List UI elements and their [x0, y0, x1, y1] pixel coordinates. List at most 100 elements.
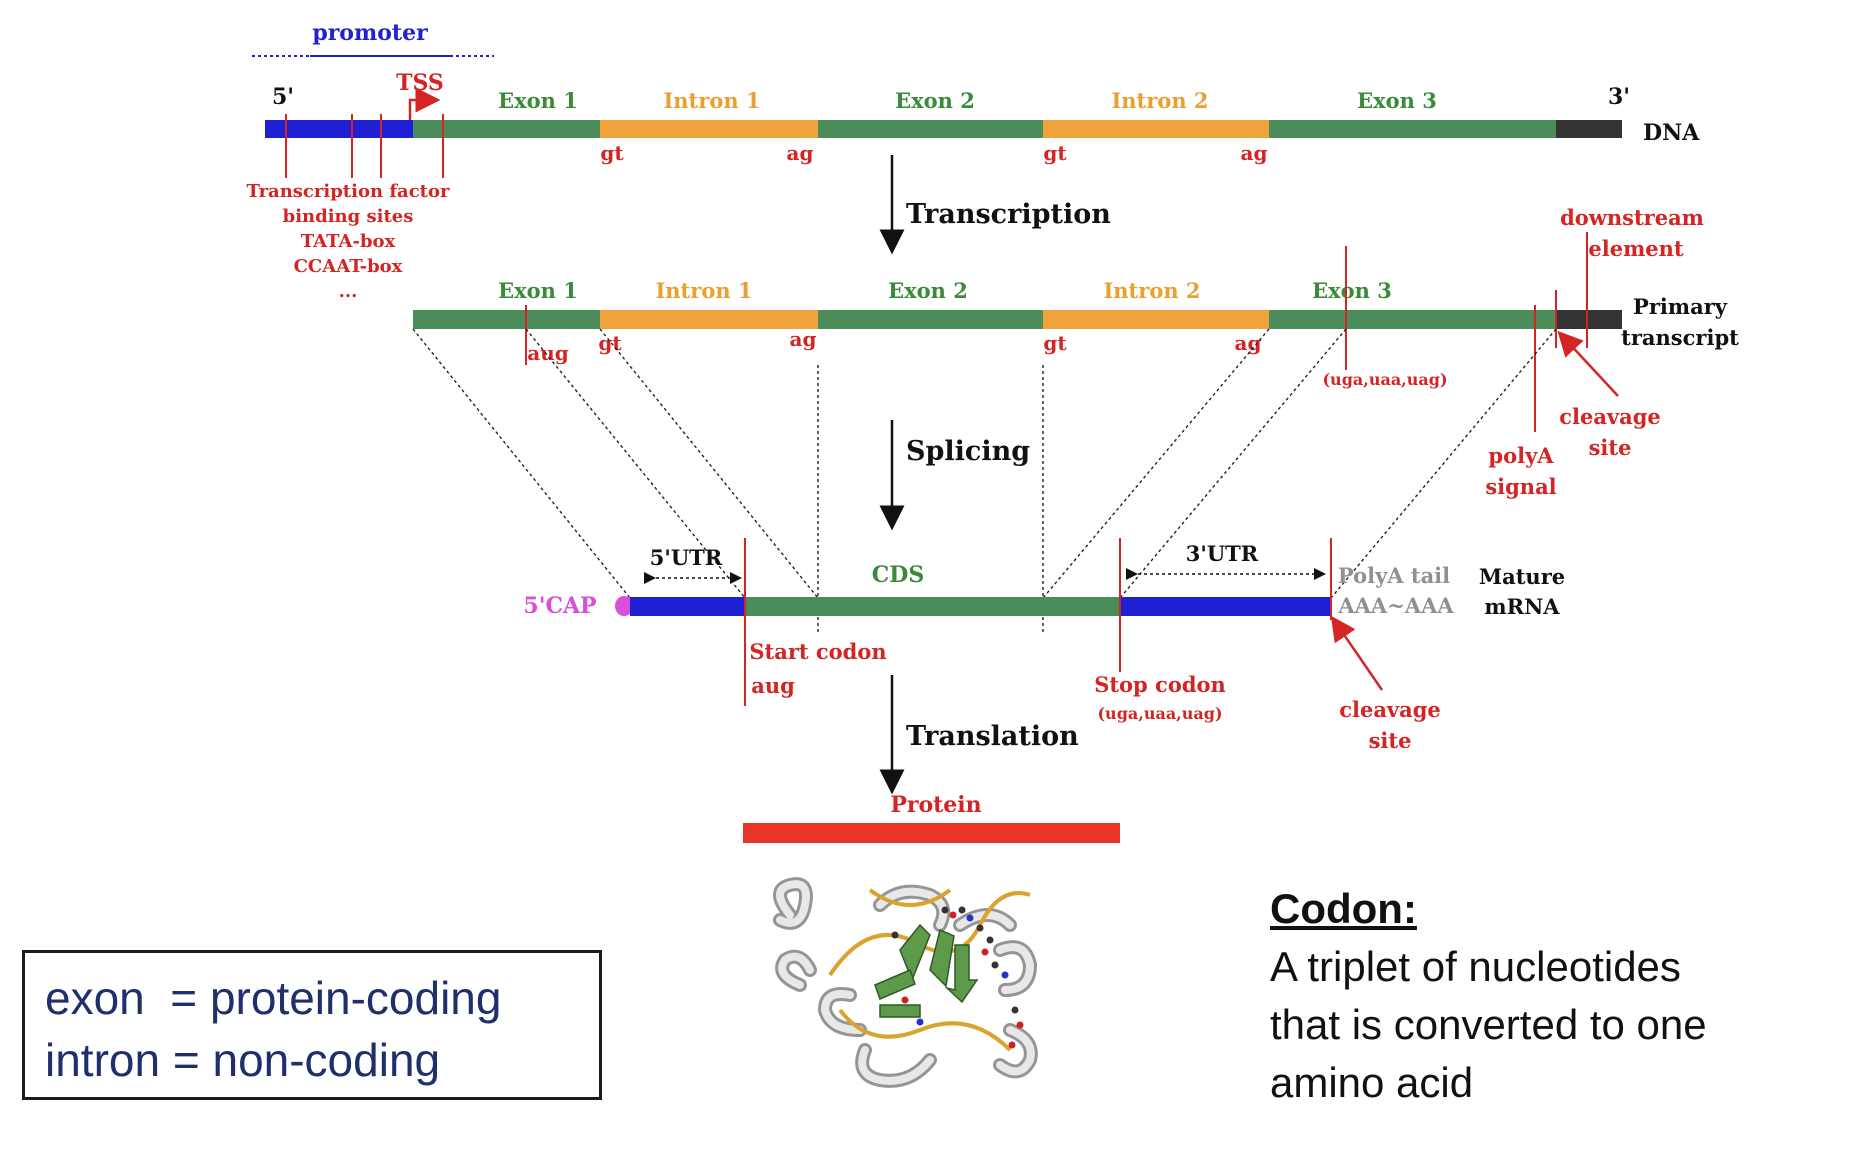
guide-line: [525, 328, 746, 599]
promoter-label: promoter: [312, 20, 428, 46]
translation-step: Translation: [879, 675, 1079, 795]
guide-line: [1330, 328, 1557, 599]
dna-intron1: [600, 120, 818, 138]
polya-signal-1: polyA: [1488, 443, 1554, 468]
dna-exon1: [413, 120, 600, 138]
dna-exon3-label: Exon 3: [1357, 88, 1437, 113]
splicing-label: Splicing: [906, 436, 1030, 467]
legend-intron-line: intron = non-coding: [45, 1034, 441, 1086]
pt-intron1: [600, 310, 818, 329]
dna-intron1-label: Intron 1: [663, 88, 760, 113]
pt-cleavage-1: cleavage: [1559, 404, 1661, 429]
tss-arrow: [408, 87, 441, 120]
pt-label-1: Primary: [1633, 294, 1728, 319]
mature-mrna-row: 5'CAP 5'UTR CDS 3'UTR PolyA tail AAA~AAA…: [523, 538, 1565, 753]
pt-cleavage-arrow: [1557, 330, 1619, 397]
dna-tail: [1556, 120, 1622, 138]
pt-exon3: [1269, 310, 1556, 329]
stop-codon-2: (uga,uaa,uag): [1097, 704, 1222, 723]
primary-transcript-row: Exon 1 Intron 1 Exon 2 Intron 2 Exon 3 P…: [413, 205, 1739, 499]
tf-line-4: CCAAT-box: [294, 256, 403, 277]
mrna-cleavage-1: cleavage: [1339, 697, 1441, 722]
polya-signal-2: signal: [1485, 474, 1556, 499]
protein-structure-image: [773, 877, 1038, 1088]
utr3-label: 3'UTR: [1186, 541, 1259, 566]
pt-ag1: ag: [790, 327, 817, 351]
mrna-utr3: [1120, 597, 1331, 616]
codon-line-2: that is converted to one: [1270, 1001, 1707, 1048]
pt-stop-codons: (uga,uaa,uag): [1322, 370, 1447, 389]
mrna-label-1: Mature: [1479, 564, 1565, 589]
dna-promoter-segment: [265, 120, 413, 138]
pt-intron2: [1043, 310, 1269, 329]
dna-exon2-label: Exon 2: [895, 88, 975, 113]
translation-label: Translation: [906, 721, 1079, 752]
tf-line-5: ...: [339, 281, 358, 302]
pt-exon3-label: Exon 3: [1312, 278, 1392, 303]
cap-shape: [615, 596, 633, 616]
mrna-cds: [745, 597, 1120, 616]
polya-tail-2: AAA~AAA: [1337, 593, 1454, 618]
dna-ag2: ag: [1241, 141, 1268, 165]
protein-bar: [743, 823, 1120, 843]
pt-gt1: gt: [598, 331, 622, 355]
mrna-cleavage-2: site: [1369, 728, 1412, 753]
codon-line-1: A triplet of nucleotides: [1270, 943, 1681, 990]
guide-line: [412, 328, 631, 599]
utr5-label: 5'UTR: [650, 545, 723, 570]
pt-intron1-label: Intron 1: [655, 278, 752, 303]
polya-tail-1: PolyA tail: [1338, 563, 1450, 588]
pt-intron2-label: Intron 2: [1103, 278, 1200, 303]
ligand-atoms: [891, 906, 1024, 1049]
protein-row: Protein: [743, 792, 1120, 843]
mrna-cleavage-arrow: [1330, 615, 1384, 691]
pt-aug: aug: [527, 341, 569, 365]
mrna-utr5: [630, 597, 745, 616]
downstream-label-1: downstream: [1560, 205, 1704, 230]
dna-gt1: gt: [600, 141, 624, 165]
mrna-label-2: mRNA: [1484, 594, 1560, 619]
guide-line: [1042, 328, 1270, 599]
dna-five-prime: 5': [272, 84, 294, 110]
pt-exon1: [413, 310, 600, 329]
transcription-step: Transcription: [879, 155, 1111, 255]
exon-intron-legend: exon = protein-coding intron = non-codin…: [22, 950, 602, 1100]
dna-exon3: [1269, 120, 1556, 138]
start-codon-1: Start codon: [749, 639, 886, 664]
dna-three-prime: 3': [1608, 84, 1630, 110]
tf-line-1: Transcription factor: [246, 181, 450, 202]
dna-intron2: [1043, 120, 1269, 138]
pt-gt2: gt: [1043, 331, 1067, 355]
splicing-step: Splicing: [879, 420, 1030, 531]
start-codon-2: aug: [751, 673, 795, 698]
guide-line: [599, 328, 819, 599]
legend-exon-line: exon = protein-coding: [45, 972, 502, 1024]
pt-cleavage-2: site: [1589, 435, 1632, 460]
transcription-label: Transcription: [906, 199, 1111, 230]
guide-line: [1119, 328, 1347, 599]
pt-exon2: [818, 310, 1043, 329]
codon-line-3: amino acid: [1270, 1059, 1474, 1106]
pt-exon2-label: Exon 2: [888, 278, 968, 303]
dna-gt2: gt: [1043, 141, 1067, 165]
dna-exon1-label: Exon 1: [498, 88, 578, 113]
dna-intron2-label: Intron 2: [1111, 88, 1208, 113]
cap-label: 5'CAP: [523, 593, 596, 619]
tf-line-3: TATA-box: [301, 231, 396, 252]
pt-exon1-label: Exon 1: [498, 278, 578, 303]
codon-definition: Codon: A triplet of nucleotides that is …: [1270, 880, 1830, 1112]
protein-label: Protein: [890, 792, 981, 818]
tss-label: TSS: [396, 70, 444, 96]
pt-tail: [1556, 310, 1622, 329]
downstream-label-2: element: [1588, 236, 1684, 261]
dna-ag1: ag: [787, 141, 814, 165]
dna-label: DNA: [1643, 120, 1700, 146]
stop-codon-1: Stop codon: [1094, 672, 1226, 697]
cds-label: CDS: [872, 562, 924, 588]
tf-line-2: binding sites: [283, 206, 414, 227]
codon-title: Codon:: [1270, 885, 1417, 932]
pt-label-2: transcript: [1621, 325, 1739, 350]
splicing-guides: [412, 328, 1557, 632]
dna-exon2: [818, 120, 1043, 138]
